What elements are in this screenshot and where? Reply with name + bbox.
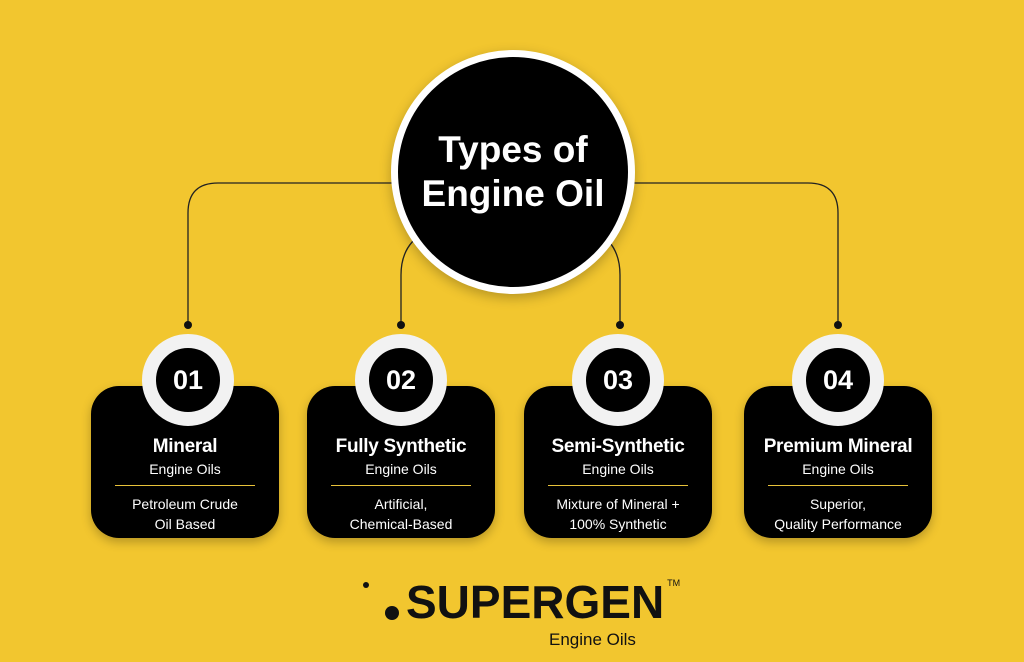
central-title-circle: Types of Engine Oil xyxy=(391,50,635,294)
logo-dots-icon xyxy=(363,582,399,620)
type-desc: Oil Based xyxy=(154,516,216,532)
title-line-2: Engine Oil xyxy=(421,173,605,214)
type-desc: Superior, xyxy=(809,496,867,512)
type-sub: Engine Oils xyxy=(149,461,221,477)
connector-dot xyxy=(184,321,192,329)
brand-logo: SUPERGEN xyxy=(406,576,665,628)
number-badge: 03 xyxy=(572,334,664,426)
divider xyxy=(768,485,908,486)
connector-4 xyxy=(628,182,839,325)
divider xyxy=(115,485,255,486)
brand-tagline: Engine Oils xyxy=(549,630,636,649)
type-sub: Engine Oils xyxy=(365,461,437,477)
type-name: Premium Mineral xyxy=(763,436,913,457)
type-desc: Petroleum Crude xyxy=(132,496,238,512)
type-name: Mineral xyxy=(152,436,218,457)
title-line-1: Types of xyxy=(438,129,588,170)
type-desc: Chemical-Based xyxy=(349,516,453,532)
type-card-semi-synthetic: Semi-Synthetic Engine Oils Mixture of Mi… xyxy=(524,386,712,538)
type-desc: 100% Synthetic xyxy=(569,516,667,532)
brand-block: SUPERGEN TM xyxy=(362,578,680,626)
type-card-premium-mineral: Premium Mineral Engine Oils Superior, Qu… xyxy=(744,386,932,538)
type-sub: Engine Oils xyxy=(582,461,654,477)
number-badge: 01 xyxy=(142,334,234,426)
type-sub: Engine Oils xyxy=(802,461,874,477)
type-desc: Artificial, xyxy=(374,496,428,512)
divider xyxy=(548,485,688,486)
connector-1 xyxy=(187,182,395,325)
type-desc: Mixture of Mineral + xyxy=(556,496,680,512)
type-desc: Quality Performance xyxy=(774,516,902,532)
number-badge: 04 xyxy=(792,334,884,426)
trademark: TM xyxy=(667,578,681,588)
divider xyxy=(331,485,471,486)
connector-dot xyxy=(397,321,405,329)
type-name: Fully Synthetic xyxy=(335,436,467,457)
number-badge: 02 xyxy=(355,334,447,426)
connector-dot xyxy=(834,321,842,329)
connector-dot xyxy=(616,321,624,329)
type-name: Semi-Synthetic xyxy=(551,436,685,457)
